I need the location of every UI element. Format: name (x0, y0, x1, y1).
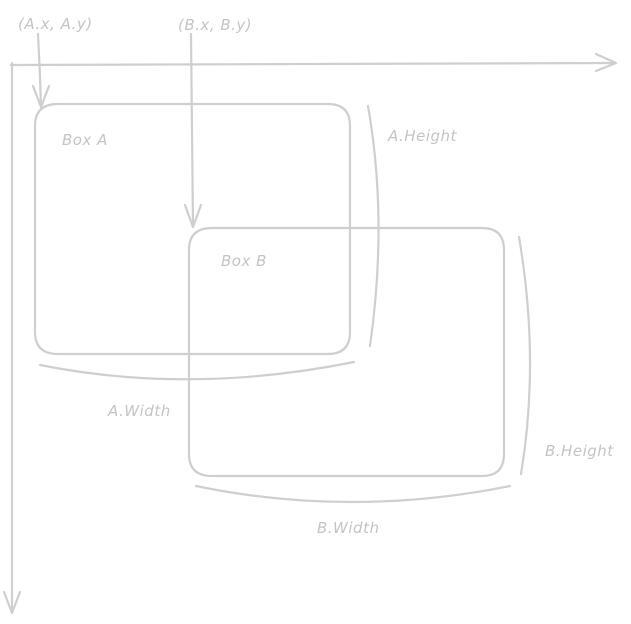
box-a (33, 102, 352, 356)
a-origin-label: (A.x, A.y) (18, 15, 93, 33)
box-a-label: Box A (62, 131, 108, 149)
a-height-label: A.Height (387, 127, 458, 145)
a-width-bracket (38, 360, 356, 381)
b-width-bracket (194, 484, 512, 504)
a-origin-arrow (31, 32, 51, 109)
box-b (187, 226, 506, 478)
box-b-label: Box B (221, 252, 267, 270)
y-axis (2, 61, 22, 615)
b-width-label: B.Width (317, 519, 379, 537)
b-height-bracket (517, 235, 532, 476)
b-origin-label: (B.x, B.y) (178, 16, 252, 34)
x-axis (9, 52, 618, 73)
b-height-label: B.Height (545, 442, 614, 460)
b-origin-arrow (183, 32, 203, 229)
a-width-label: A.Width (107, 402, 171, 420)
a-height-bracket (366, 104, 380, 348)
